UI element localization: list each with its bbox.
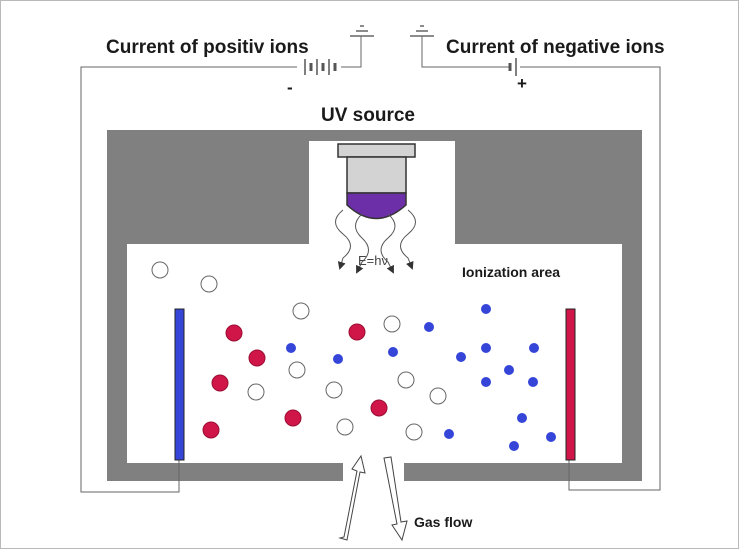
negative-ion — [286, 343, 296, 353]
negative-ion — [504, 365, 514, 375]
neutral-molecule — [151, 261, 169, 279]
neutral-molecule — [336, 418, 354, 436]
circuit-wires — [80, 36, 661, 493]
neutral-molecule — [325, 381, 343, 399]
negative-ion — [529, 343, 539, 353]
neutral-molecule — [200, 275, 218, 293]
neutral-molecule — [405, 423, 423, 441]
negative-ion — [481, 304, 491, 314]
negative-ion — [528, 377, 538, 387]
neutral-molecule — [247, 383, 265, 401]
battery-right — [508, 58, 517, 76]
neutral-molecule — [429, 387, 447, 405]
neutral-molecule — [397, 371, 415, 389]
plus-sign: + — [517, 74, 527, 93]
neutral-molecule — [288, 361, 306, 379]
negative-ion — [517, 413, 527, 423]
gas-inflow-arrow — [338, 454, 366, 541]
positive-ion — [202, 421, 220, 439]
neutral-molecule — [292, 302, 310, 320]
negative-ion — [481, 377, 491, 387]
battery-left — [304, 59, 337, 75]
positive-electrode — [565, 308, 576, 461]
uv-rays — [335, 209, 416, 274]
negative-ion — [333, 354, 343, 364]
negative-ion — [509, 441, 519, 451]
uv-lamp — [337, 143, 416, 220]
gas-flow-label: Gas flow — [414, 514, 472, 530]
particles — [151, 261, 556, 451]
positive-ion — [211, 374, 229, 392]
positive-ion — [348, 323, 366, 341]
negative-ion — [388, 347, 398, 357]
negative-ion — [424, 322, 434, 332]
positive-ion — [284, 409, 302, 427]
positive-ion — [225, 324, 243, 342]
negative-ion — [546, 432, 556, 442]
negative-ion — [444, 429, 454, 439]
ground-symbol-left — [350, 25, 374, 37]
gas-outflow-arrow — [383, 456, 408, 542]
energy-label: E=hν — [358, 253, 388, 268]
positive-ion — [370, 399, 388, 417]
neutral-molecule — [383, 315, 401, 333]
chamber-wall — [107, 130, 642, 481]
negative-ion — [456, 352, 466, 362]
positive-ion-current-label: Current of positiv ions — [106, 37, 309, 58]
ionization-area-label: Ionization area — [462, 264, 560, 280]
positive-ion — [248, 349, 266, 367]
ground-symbol-right — [410, 25, 434, 37]
negative-ion-current-label: Current of negative ions — [446, 37, 665, 58]
negative-electrode — [174, 308, 185, 461]
negative-ion — [481, 343, 491, 353]
uv-source-label: UV source — [321, 105, 415, 126]
minus-sign: - — [287, 78, 293, 97]
